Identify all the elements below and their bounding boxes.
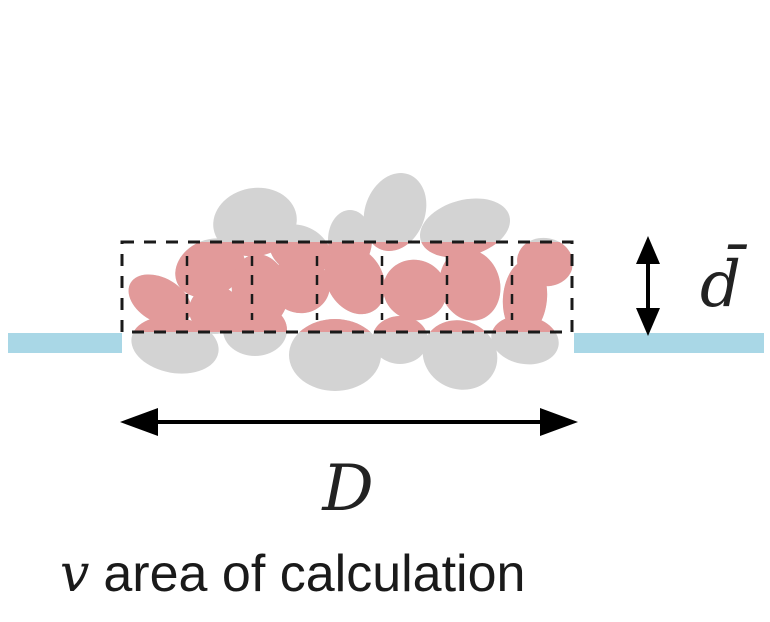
grain-cluster-in-box	[128, 242, 572, 332]
grain-in-box	[419, 242, 511, 258]
grain	[422, 320, 498, 390]
grain-in-box	[383, 259, 447, 321]
grain-in-box	[128, 274, 192, 326]
grain-in-box	[270, 256, 330, 314]
caption-text: area of calculation	[103, 545, 526, 603]
grain-in-box	[324, 245, 386, 315]
grain	[363, 173, 427, 251]
surface-line-right	[574, 333, 764, 353]
grain-in-box	[175, 242, 245, 298]
width-double-arrow	[120, 408, 578, 436]
gap-symbol-label: d̄	[700, 244, 748, 322]
calculation-box	[120, 240, 574, 334]
grain-in-box	[299, 319, 371, 332]
gap-double-arrow	[636, 236, 660, 336]
grain-in-box	[131, 316, 219, 332]
width-symbol-label: D	[321, 452, 373, 526]
grain-in-box	[373, 316, 427, 332]
grain-in-box	[439, 249, 501, 321]
grain-in-box	[491, 315, 559, 332]
caption-symbol: v	[60, 544, 90, 604]
grain	[289, 319, 381, 391]
grain-in-box	[189, 286, 241, 332]
surface-line-left	[8, 333, 122, 353]
